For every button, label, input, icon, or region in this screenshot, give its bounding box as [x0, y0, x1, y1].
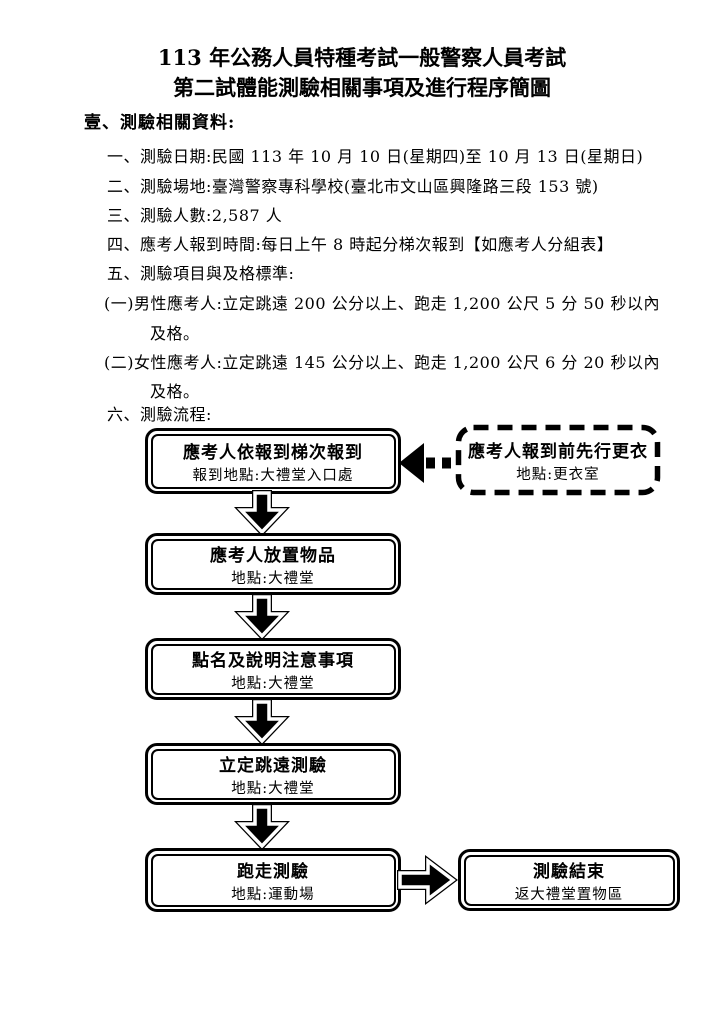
flow-step-title: 應考人放置物品	[210, 545, 336, 566]
down-arrow-icon	[233, 804, 291, 851]
flow-step-location: 地點:大禮堂	[231, 780, 315, 797]
flow-step-location: 地點:大禮堂	[231, 570, 315, 587]
list-item-date: 一、測驗日期:民國 113 年 10 月 10 日(星期四)至 10 月 13 …	[107, 147, 644, 166]
flow-step-location: 地點:大禮堂	[231, 675, 315, 692]
flow-step-run-box: 跑走測驗 地點:運動場	[145, 848, 401, 912]
flow-step-title: 點名及說明注意事項	[192, 650, 354, 671]
sub-item-female: (二)女性應考人:立定跳遠 145 公分以上、跑走 1,200 公尺 6 分 2…	[104, 353, 660, 372]
list-item-checkin-time: 四、應考人報到時間:每日上午 8 時起分梯次報到【如應考人分組表】	[107, 235, 614, 254]
flow-step-location: 返大禮堂置物區	[514, 886, 624, 903]
flow-step-location: 地點:更衣室	[516, 466, 600, 483]
flow-step-rollcall-box: 點名及說明注意事項 地點:大禮堂	[145, 638, 401, 700]
flow-step-title: 應考人報到前先行更衣	[468, 441, 648, 462]
sub-item-male: (一)男性應考人:立定跳遠 200 公分以上、跑走 1,200 公尺 5 分 5…	[104, 294, 660, 313]
flow-end-box: 測驗結束 返大禮堂置物區	[458, 849, 680, 911]
document-title-line2: 第二試體能測驗相關事項及進行程序簡圖	[173, 75, 551, 100]
right-arrow-icon	[397, 854, 458, 906]
section-heading: 壹、測驗相關資料:	[84, 113, 236, 133]
sub-item-male-continuation: 及格。	[150, 324, 200, 343]
flow-step-title: 應考人依報到梯次報到	[183, 442, 363, 463]
flow-step-title: 立定跳遠測驗	[219, 755, 327, 776]
list-item-count: 三、測驗人數:2,587 人	[107, 206, 283, 225]
down-arrow-icon	[233, 490, 291, 537]
flow-step-title: 跑走測驗	[237, 861, 309, 882]
flow-step-checkin-inner: 應考人依報到梯次報到 報到地點:大禮堂入口處	[150, 433, 396, 489]
left-dashed-arrow-icon	[399, 443, 456, 483]
flow-step-title: 測驗結束	[533, 861, 605, 882]
flow-step-place-items-box: 應考人放置物品 地點:大禮堂	[145, 533, 401, 595]
flow-step-longjump-inner: 立定跳遠測驗 地點:大禮堂	[150, 748, 396, 800]
list-item-procedure: 六、測驗流程:	[107, 405, 212, 424]
flow-step-location: 地點:運動場	[231, 886, 315, 903]
flow-step-location: 報到地點:大禮堂入口處	[192, 467, 354, 484]
flow-step-checkin-box: 應考人依報到梯次報到 報到地點:大禮堂入口處	[145, 428, 401, 494]
flow-step-rollcall-inner: 點名及說明注意事項 地點:大禮堂	[150, 643, 396, 695]
document-title-line1: 113 年公務人員特種考試一般警察人員考試	[157, 45, 567, 70]
sub-item-female-continuation: 及格。	[150, 382, 200, 401]
down-arrow-icon	[233, 594, 291, 641]
list-item-standards: 五、測驗項目與及格標準:	[107, 264, 295, 283]
flow-step-run-inner: 跑走測驗 地點:運動場	[150, 853, 396, 907]
flow-step-longjump-box: 立定跳遠測驗 地點:大禮堂	[145, 743, 401, 805]
flow-end-inner: 測驗結束 返大禮堂置物區	[463, 854, 675, 906]
flow-side-changing-box: 應考人報到前先行更衣 地點:更衣室	[455, 424, 661, 496]
list-item-venue: 二、測驗場地:臺灣警察專科學校(臺北市文山區興隆路三段 153 號)	[107, 177, 599, 196]
dashed-border-icon	[455, 424, 661, 496]
flow-step-place-items-inner: 應考人放置物品 地點:大禮堂	[150, 538, 396, 590]
down-arrow-icon	[233, 699, 291, 746]
